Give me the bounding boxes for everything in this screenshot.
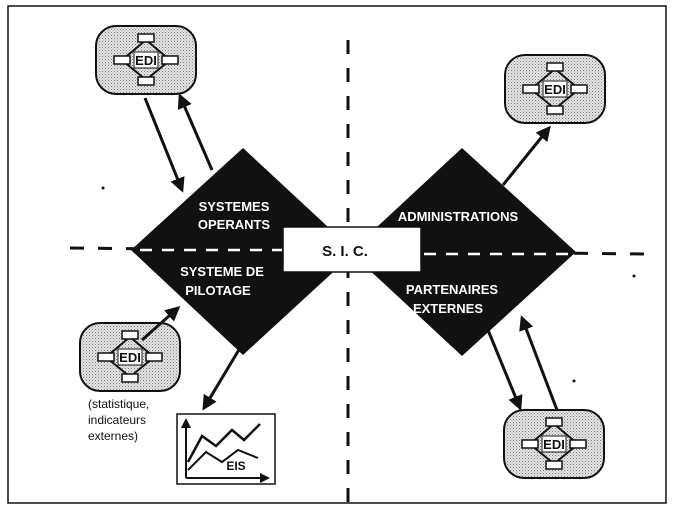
edi-label: EDI [135,53,157,68]
edi-cloud-bottom-right: EDI [503,409,605,479]
note-line-3: externes) [88,429,138,443]
edi-cloud-top-left: EDI [95,25,197,95]
arrow-edi-to-pilotage [141,306,181,342]
label-systemes: SYSTEMES [199,199,270,214]
dot [632,274,636,278]
edi-cloud-top-right: EDI [504,54,606,124]
label-systeme-de: SYSTEME DE [180,264,264,279]
note-line-1: (statistique, [88,397,149,411]
eis-trend-line-2 [187,448,259,471]
arrow-operants-to-edi [177,93,214,171]
arrow-externes-to-edi [486,329,523,411]
arrow-edi-to-externes [519,315,559,411]
arrow-admin-to-edi [501,125,551,186]
right-diamond [350,148,576,356]
eis-label: EIS [226,459,245,473]
eis-chart: EIS [176,413,276,485]
label-partenaires: PARTENAIRES [406,282,499,297]
label-pilotage: PILOTAGE [185,283,251,298]
label-externes: EXTERNES [413,301,483,316]
edi-label: EDI [119,350,141,365]
label-administrations: ADMINISTRATIONS [398,209,519,224]
eis-trend-line-1 [186,423,261,463]
edi-cloud-bottom-left: EDI [79,322,181,392]
sic-label: S. I. C. [322,243,368,260]
arrow-edi-to-operants [143,97,185,193]
dot [572,379,576,383]
arrow-pilotage-to-eis [202,337,248,411]
diagram-frame [7,5,667,504]
edi-label: EDI [543,437,565,452]
sic-box [282,226,422,273]
dot [101,186,105,190]
left-diamond [131,148,355,355]
edi-label: EDI [544,82,566,97]
note-line-2: indicateurs [88,413,146,427]
label-operants: OPERANTS [198,217,271,232]
